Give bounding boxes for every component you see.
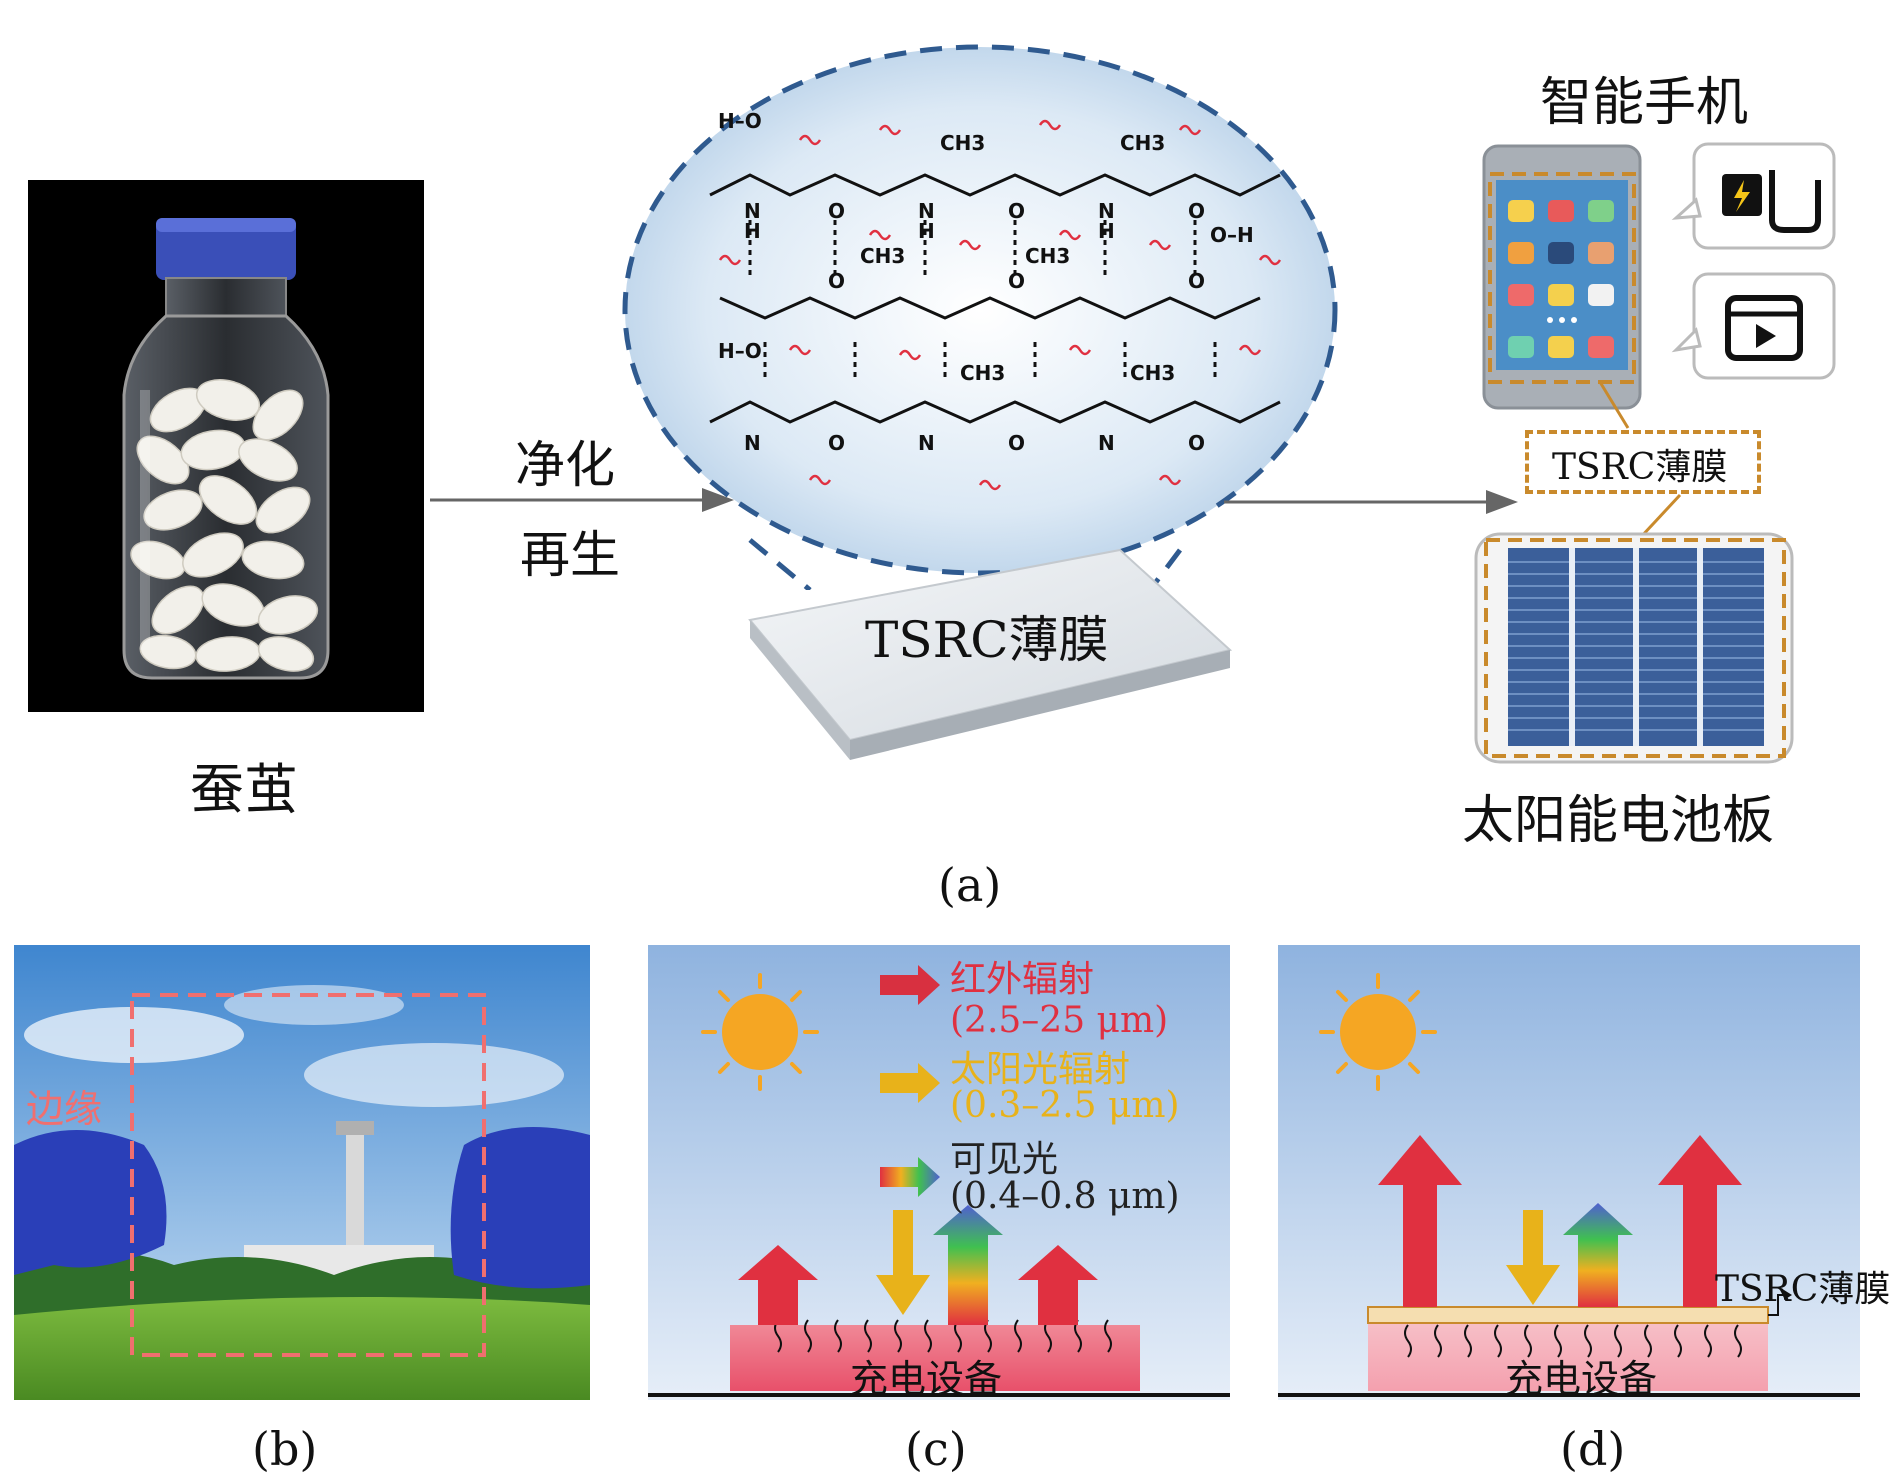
phone-title: 智能手机 <box>1540 73 1749 133</box>
o-label-8: O <box>1008 431 1025 455</box>
cocoon-label: 蚕茧 <box>190 758 298 821</box>
visible-range: (0.4–0.8 μm) <box>950 1176 1180 1217</box>
oh-label: O–H <box>1210 223 1254 247</box>
panel-c-scene <box>648 945 1230 1400</box>
h-label-2: H <box>918 219 935 243</box>
ch3-label-6: CH3 <box>1130 361 1175 385</box>
edge-label: 边缘 <box>26 1087 103 1131</box>
charging-icon <box>1671 142 1836 250</box>
device-label-c: 充电设备 <box>850 1357 1003 1401</box>
n-label-6: N <box>1098 431 1115 455</box>
n-label-5: N <box>918 431 935 455</box>
ir-label: 红外辐射 <box>950 959 1095 1000</box>
phone-film-label-box <box>1525 430 1761 494</box>
o-label-3: O <box>1188 199 1205 223</box>
ch3-label-3: CH3 <box>860 244 905 268</box>
sun-icon-c <box>701 973 819 1091</box>
ho-label-mid: H–O <box>718 339 762 363</box>
connector-lines <box>1598 381 1682 540</box>
process-label-regenerate: 再生 <box>520 526 620 584</box>
o-label-2: O <box>1008 199 1025 223</box>
ch3-label-2: CH3 <box>1120 131 1165 155</box>
solar-panel <box>1474 532 1794 764</box>
panel-d-scene <box>1278 945 1860 1400</box>
solar-radiation-label: 太阳光辐射 <box>950 1049 1131 1090</box>
transparent-film-photo <box>14 945 590 1400</box>
o-label-9: O <box>1188 431 1205 455</box>
caption-d: (d) <box>1560 1422 1626 1476</box>
n-label-3: N <box>1098 199 1115 223</box>
phone-film-label: TSRC薄膜 <box>1552 447 1728 488</box>
o-label-7: O <box>828 431 845 455</box>
solar-panel-label: 太阳能电池板 <box>1462 791 1775 851</box>
process-label-purify: 净化 <box>515 436 615 494</box>
h-label-3: H <box>1098 219 1115 243</box>
app-icons <box>1508 200 1614 358</box>
ir-range: (2.5–25 μm) <box>950 1000 1169 1041</box>
video-icon <box>1671 272 1836 380</box>
o-label-1: O <box>828 199 845 223</box>
film-label: TSRC薄膜 <box>865 611 1109 669</box>
h-label-1: H <box>744 219 761 243</box>
n-label-2: N <box>918 199 935 223</box>
ch3-label-4: CH3 <box>1025 244 1070 268</box>
solar-radiation-range: (0.3–2.5 μm) <box>950 1085 1180 1126</box>
sun-icon-d <box>1319 973 1437 1091</box>
tsrc-film-slab <box>748 548 1233 760</box>
process-arrow-left <box>430 488 734 512</box>
o-label-5: O <box>1008 269 1025 293</box>
ch3-label-5: CH3 <box>960 361 1005 385</box>
caption-c: (c) <box>905 1422 967 1476</box>
film-label-d: TSRC薄膜 <box>1715 1269 1891 1310</box>
caption-b: (b) <box>252 1422 318 1476</box>
caption-a: (a) <box>938 858 1002 912</box>
o-label-6: O <box>1188 269 1205 293</box>
n-label-4: N <box>744 431 761 455</box>
molecule-bubble: H–O H–O O–H CH3 CH3 CH3 CH3 CH3 CH3 N N … <box>622 44 1338 590</box>
visible-label: 可见光 <box>950 1139 1059 1180</box>
process-arrow-right <box>1224 490 1518 514</box>
ch3-label-1: CH3 <box>940 131 985 155</box>
ho-label-top: H–O <box>718 109 762 133</box>
device-label-d: 充电设备 <box>1505 1357 1658 1401</box>
o-label-4: O <box>828 269 845 293</box>
n-label-1: N <box>744 199 761 223</box>
smartphone <box>1482 142 1836 410</box>
cocoon-jar-photo <box>28 180 424 712</box>
